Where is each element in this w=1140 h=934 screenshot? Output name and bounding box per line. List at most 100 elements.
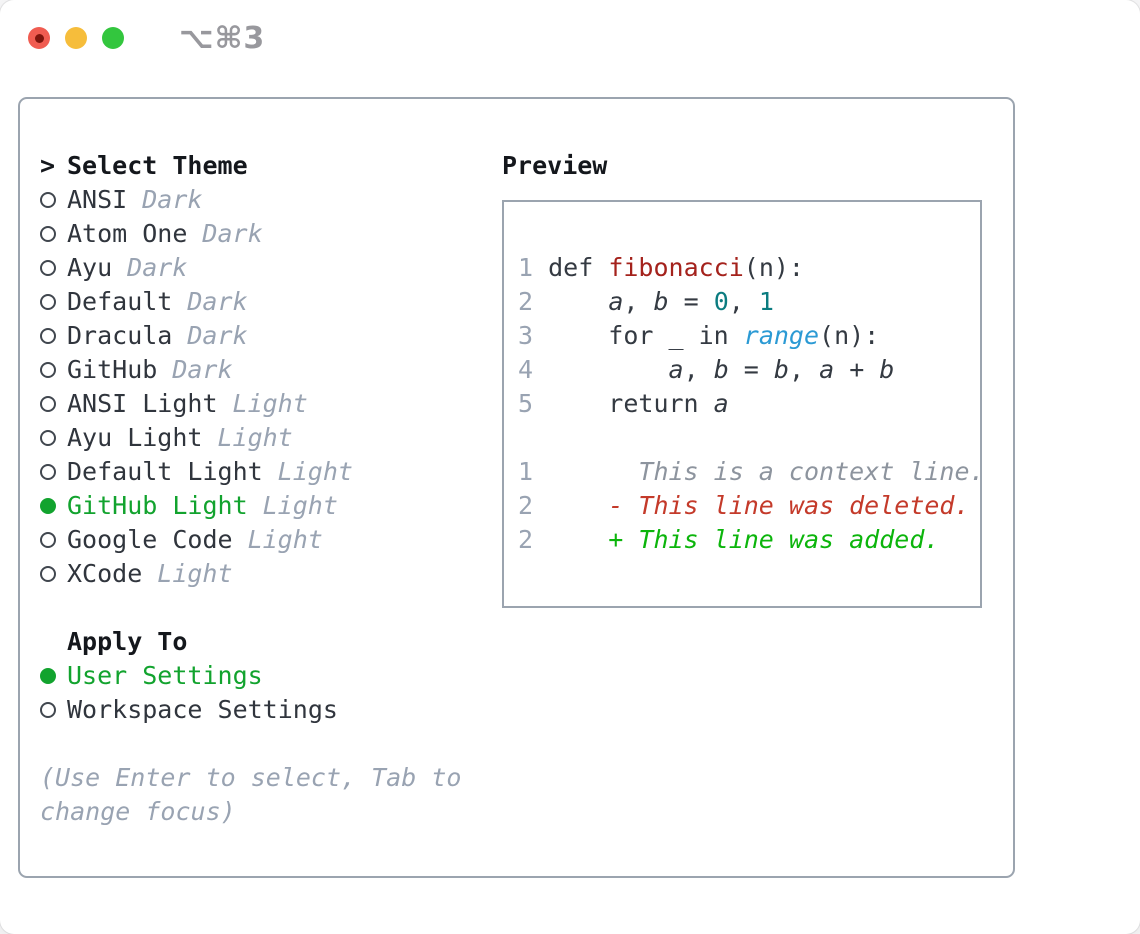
code-segment: return [548,389,714,418]
code-segment: b [879,355,895,384]
option-label: Dracula [67,321,173,350]
option-label: Atom One [67,219,188,248]
line-number: 5 [518,389,534,418]
apply-to-header-row: Apply To [40,625,502,659]
option-label: GitHub [67,355,158,384]
preview-line: 2 a, b = 0, 1 [518,285,974,319]
preview-line: 1 This is a context line. [518,455,980,489]
close-button[interactable] [28,27,50,49]
preview-line: 4 a, b = b, a + b [518,353,974,387]
code-segment: for _ in [548,321,744,350]
line-number: 2 [518,491,534,520]
code-segment [548,285,608,319]
code-segment: b [773,355,789,384]
zoom-button[interactable] [102,27,124,49]
variant-tag: Dark [187,321,248,350]
radio-icon [40,328,56,344]
spacer [40,591,502,625]
radio-icon [40,396,56,412]
code-segment: , [728,287,759,316]
code-segment: , [683,355,714,384]
preview-line: 5 return a [518,387,974,421]
variant-tag: Dark [187,287,248,316]
code-segment: def [548,253,609,282]
line-number: 2 [518,525,534,554]
theme-option[interactable]: Ayu Light Light [40,421,502,455]
selection-prompt: > [40,151,56,180]
option-label: ANSI [67,185,128,214]
code-segment: a [668,355,684,384]
code-segment: + [834,355,880,384]
radio-icon [40,532,56,548]
code-segment: (n): [819,321,880,350]
line-number [518,421,548,455]
radio-icon [40,464,56,480]
variant-tag: Light [217,423,293,452]
preview-line: 2 + This line was added. [518,523,974,557]
option-label: Ayu Light [67,423,203,452]
apply-to-option[interactable]: User Settings [40,659,502,693]
code-segment: range [743,321,820,350]
line-number: 2 [518,287,534,316]
radio-icon [40,260,56,276]
theme-list-header: > Select Theme [40,149,502,183]
variant-tag: Dark [127,253,188,282]
variant-tag: Light [232,389,308,418]
preview-line [518,421,974,455]
hint-line: (Use Enter to select, Tab to [40,763,462,792]
theme-option[interactable]: Dracula Dark [40,319,502,353]
theme-option[interactable]: Ayu Dark [40,251,502,285]
code-segment: 0 [713,287,729,316]
variant-tag: Light [247,525,323,554]
option-label: User Settings [67,661,263,690]
preview-line: 3 for _ in range(n): [518,319,974,353]
line-number: 1 [518,457,534,486]
radio-icon [40,362,56,378]
theme-list-title: Select Theme [67,151,248,180]
code-segment: This is a context line. [548,457,982,486]
option-label: Workspace Settings [67,695,338,724]
option-label: Ayu [67,253,113,282]
hint-line: change focus) [40,797,236,826]
code-segment: = [668,287,714,316]
apply-to-title: Apply To [67,627,188,656]
code-segment: 1 [758,287,774,316]
option-label: XCode [67,559,143,588]
radio-selected-icon [40,668,56,684]
option-label: Default [67,287,173,316]
variant-tag: Dark [202,219,263,248]
record-dot-icon [34,33,44,43]
code-segment: , [623,287,654,316]
line-number: 4 [518,355,534,384]
theme-option[interactable]: Atom One Dark [40,217,502,251]
code-segment: a [713,389,729,418]
keyboard-hint: (Use Enter to select, Tab to change focus… [40,761,502,829]
apply-to-option[interactable]: Workspace Settings [40,693,502,727]
radio-icon [40,192,56,208]
spacer [40,727,502,761]
variant-tag: Dark [142,185,203,214]
theme-option[interactable]: Default Dark [40,285,502,319]
theme-option[interactable]: GitHub Dark [40,353,502,387]
line-number: 3 [518,321,534,350]
code-segment: a [608,287,624,316]
code-segment [548,353,668,387]
radio-icon [40,702,56,718]
minimize-button[interactable] [65,27,87,49]
radio-icon [40,226,56,242]
variant-tag: Dark [172,355,233,384]
code-segment: b [713,355,729,384]
window-title: ⌥⌘3 [179,20,266,56]
code-segment: fibonacci [608,253,744,282]
line-number: 1 [518,253,534,282]
theme-option[interactable]: ANSI Dark [40,183,502,217]
